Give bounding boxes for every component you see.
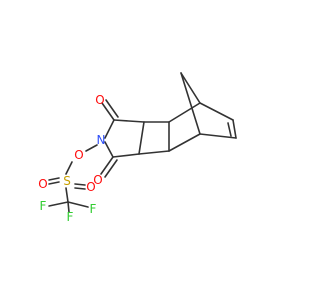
bond — [74, 183, 86, 186]
imide-nitrogen-label: N — [97, 133, 106, 147]
bond — [168, 133, 201, 152]
molecule-structure: O O N O S O O F F F — [38, 72, 237, 224]
bond — [67, 201, 70, 213]
bond — [180, 72, 201, 104]
bond — [112, 153, 140, 158]
fluorine-left-label: F — [40, 199, 47, 213]
bond — [65, 187, 69, 203]
bond — [74, 187, 86, 190]
structure-canvas: O O N O S O O F F F — [38, 72, 237, 224]
bond — [48, 201, 69, 207]
bond — [227, 122, 232, 137]
fluorine-right-label: F — [90, 202, 97, 216]
bond — [138, 150, 170, 155]
bond — [100, 156, 114, 175]
bond — [199, 102, 234, 121]
bond — [85, 144, 98, 152]
bond — [105, 99, 119, 118]
bond — [168, 102, 201, 123]
bond — [67, 201, 89, 208]
bond — [101, 102, 115, 121]
bond — [48, 181, 60, 185]
ester-oxygen-label: O — [74, 148, 83, 162]
bond — [232, 119, 237, 139]
sulfur-label: S — [63, 174, 71, 188]
bond — [138, 121, 145, 155]
fluorine-bottom-label: F — [67, 210, 74, 224]
carbonyl-oxygen-top-label: O — [95, 93, 104, 107]
bond — [104, 159, 118, 178]
bond — [199, 133, 237, 139]
bond — [65, 161, 73, 175]
bond — [180, 72, 201, 135]
carbonyl-oxygen-bottom-label: O — [93, 173, 102, 187]
bond — [104, 119, 115, 139]
sulfonyl-oxygen-right-label: O — [86, 180, 95, 194]
bond — [48, 177, 60, 181]
bond — [104, 141, 114, 158]
sulfonyl-oxygen-left-label: O — [38, 177, 47, 191]
bond — [113, 119, 145, 123]
